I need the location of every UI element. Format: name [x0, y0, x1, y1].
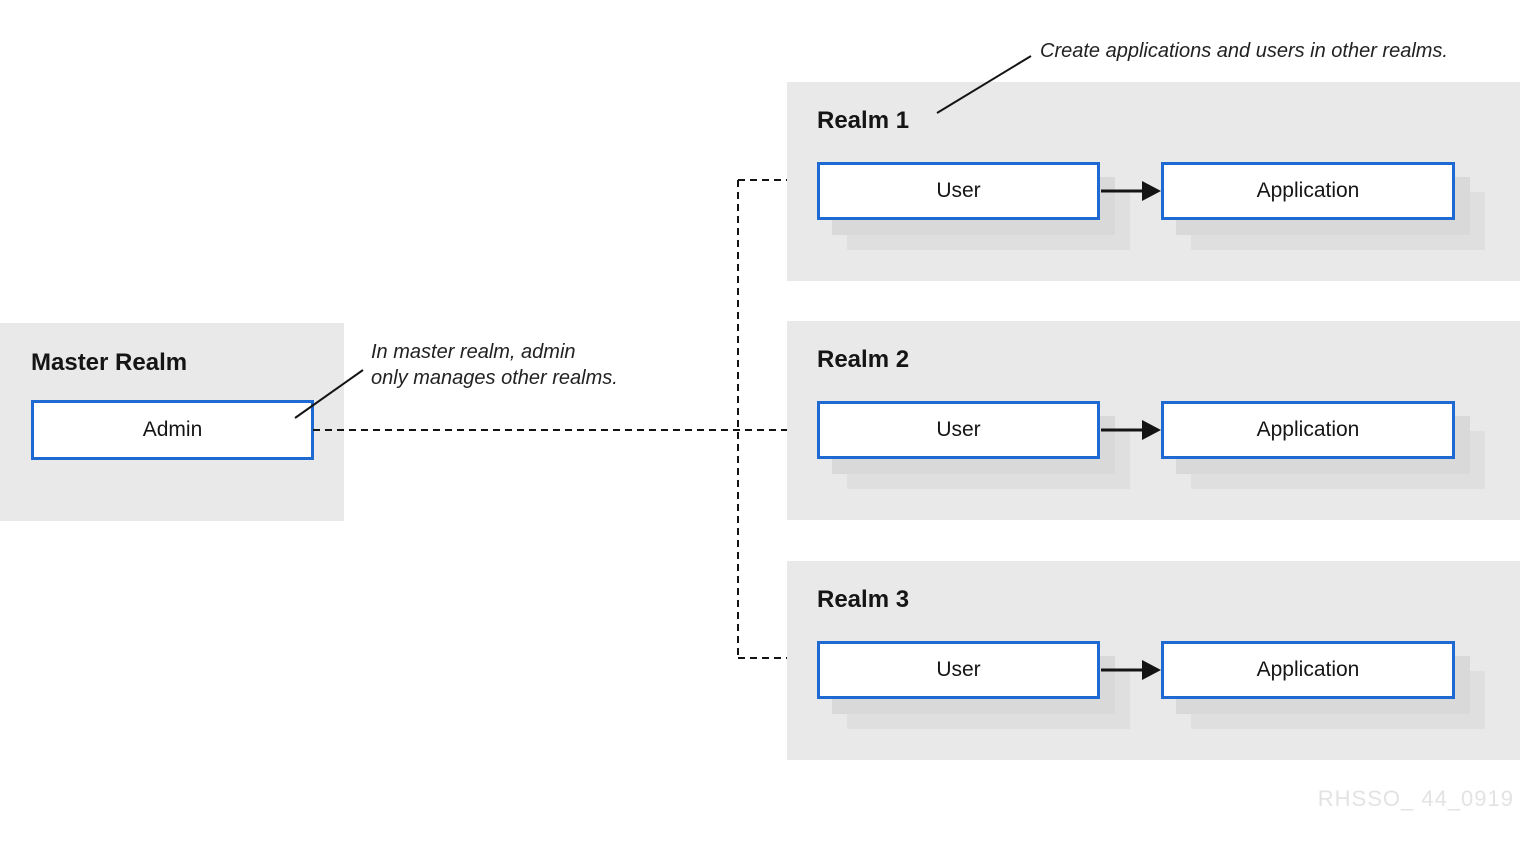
admin-box: Admin	[31, 400, 314, 460]
user-box-label: User	[936, 179, 981, 202]
user-box-label: User	[936, 418, 981, 441]
application-box-label: Application	[1256, 179, 1360, 202]
realm-1-panel: Realm 1 User Application	[787, 82, 1520, 281]
master-realm-title: Master Realm	[31, 349, 188, 376]
realm-3-application-box: Application	[1161, 641, 1455, 699]
realm-2-panel: Realm 2 User Application	[787, 321, 1520, 520]
master-admin-annotation-line1: In master realm, admin	[371, 341, 576, 363]
master-admin-annotation: In master realm, admin only manages othe…	[371, 340, 618, 391]
realm-3-panel: Realm 3 User Application	[787, 561, 1520, 760]
master-realm-panel: Master Realm Admin	[0, 323, 344, 521]
application-box-label: Application	[1256, 418, 1360, 441]
realm-2-application-box: Application	[1161, 401, 1455, 459]
watermark-label: RHSSO_ 44_0919	[1317, 786, 1514, 811]
realm-2-title: Realm 2	[817, 346, 910, 373]
application-box-label: Application	[1256, 658, 1360, 681]
realm-2-user-box: User	[817, 401, 1100, 459]
create-apps-annotation: Create applications and users in other r…	[1040, 40, 1448, 62]
master-admin-annotation-line2: only manages other realms.	[371, 366, 618, 389]
user-box-label: User	[936, 658, 981, 681]
realm-1-user-box: User	[817, 162, 1100, 220]
realm-3-user-box: User	[817, 641, 1100, 699]
admin-box-label: Admin	[142, 418, 203, 441]
realm-1-title: Realm 1	[817, 107, 910, 134]
realm-1-application-box: Application	[1161, 162, 1455, 220]
realm-3-title: Realm 3	[817, 586, 910, 613]
